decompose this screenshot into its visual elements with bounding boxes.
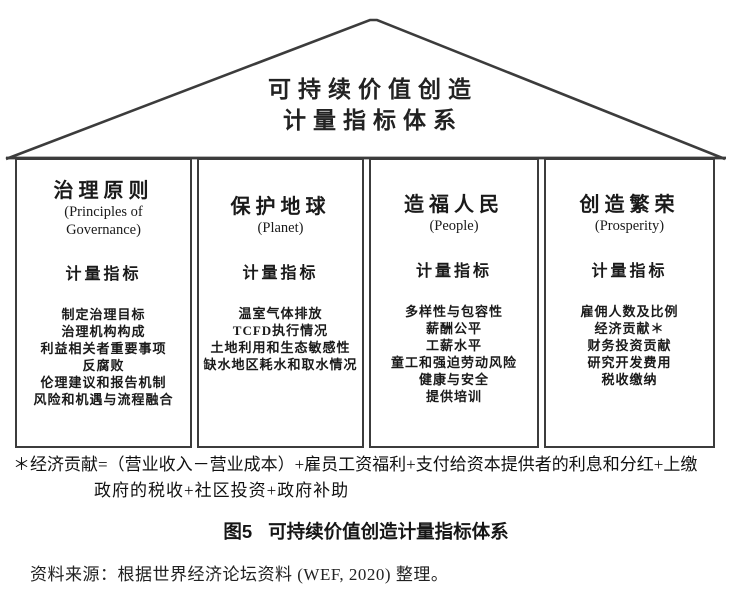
- pillar-prosperity-items: 雇佣人数及比例 经济贡献＊ 财务投资贡献 研究开发费用 税收缴纳: [546, 303, 713, 388]
- pillar-planet: 保护地球 (Planet) 计量指标 温室气体排放 TCFD执行情况 土地利用和…: [197, 158, 364, 448]
- pillar-prosperity-title: 创造繁荣: [579, 194, 680, 216]
- list-item: 提供培训: [425, 388, 482, 404]
- pillar-people-title: 造福人民: [404, 194, 504, 216]
- list-item: 温室气体排放: [238, 305, 323, 321]
- pillar-people-metric-header: 计量指标: [415, 262, 492, 280]
- figure-caption-title: 可持续价值创造计量指标体系: [268, 521, 509, 542]
- roof-title: 可持续价值创造 计量指标体系: [0, 74, 732, 136]
- list-item: 雇佣人数及比例: [580, 303, 679, 319]
- list-item: 风险和机遇与流程融合: [33, 392, 174, 407]
- pillar-governance-metric-header: 计量指标: [65, 266, 142, 283]
- pillar-people: 造福人民 (People) 计量指标 多样性与包容性 薪酬公平 工薪水平 童工和…: [369, 158, 539, 448]
- pillar-governance-subtitle: (Principles of Governance): [64, 204, 143, 238]
- figure-caption: 图5 可持续价值创造计量指标体系: [0, 518, 732, 544]
- pillar-governance-items: 制定治理目标 治理机构构成 利益相关者重要事项 反腐败 伦理建议和报告机制 风险…: [17, 306, 190, 408]
- pillar-prosperity-subtitle: (Prosperity): [594, 218, 665, 234]
- footnote-line1: ＊经济贡献=（营业收入－营业成本）+雇员工资福利+支付给资本提供者的利息和分红+…: [13, 455, 698, 474]
- list-item: 工薪水平: [425, 337, 482, 353]
- list-item: 伦理建议和报告机制: [40, 375, 167, 390]
- list-item: 反腐败: [82, 358, 125, 373]
- pillar-prosperity-metric-header: 计量指标: [591, 262, 668, 280]
- pillar-governance: 治理原则 (Principles of Governance) 计量指标 制定治…: [15, 158, 192, 448]
- list-item: 薪酬公平: [425, 320, 482, 336]
- list-item: 财务投资贡献: [587, 337, 672, 353]
- list-item: 经济贡献＊: [594, 320, 665, 336]
- roof-title-line2: 计量指标体系: [283, 108, 463, 133]
- pillar-people-subtitle: (People): [429, 218, 479, 234]
- source-line: 资料来源：根据世界经济论坛资料 (WEF, 2020) 整理。: [30, 565, 449, 584]
- list-item: 缺水地区耗水和取水情况: [203, 356, 358, 372]
- list-item: 税收缴纳: [601, 371, 658, 387]
- list-item: 土地利用和生态敏感性: [210, 339, 351, 355]
- pillar-planet-items: 温室气体排放 TCFD执行情况 土地利用和生态敏感性 缺水地区耗水和取水情况: [199, 305, 362, 373]
- footnote: ＊经济贡献=（营业收入－营业成本）+雇员工资福利+支付给资本提供者的利息和分红+…: [0, 452, 732, 504]
- roof-title-line1: 可持续价值创造: [268, 77, 478, 102]
- pillar-prosperity: 创造繁荣 (Prosperity) 计量指标 雇佣人数及比例 经济贡献＊ 财务投…: [544, 158, 715, 448]
- list-item: 治理机构构成: [61, 324, 146, 339]
- list-item: 利益相关者重要事项: [40, 341, 167, 356]
- pillar-people-items: 多样性与包容性 薪酬公平 工薪水平 童工和强迫劳动风险 健康与安全 提供培训: [371, 303, 537, 405]
- list-item: 童工和强迫劳动风险: [390, 354, 517, 370]
- list-item: 健康与安全: [418, 371, 489, 387]
- list-item: 多样性与包容性: [404, 303, 503, 319]
- figure-caption-label: 图5: [223, 521, 253, 542]
- list-item: 研究开发费用: [587, 354, 672, 370]
- footnote-line2: 政府的税收+社区投资+政府补助: [94, 481, 350, 500]
- pillar-governance-title: 治理原则: [53, 180, 154, 202]
- list-item: TCFD执行情况: [232, 322, 329, 338]
- pillar-planet-title: 保护地球: [230, 196, 331, 218]
- pillar-planet-metric-header: 计量指标: [242, 264, 319, 282]
- pillar-planet-subtitle: (Planet): [257, 220, 304, 236]
- list-item: 制定治理目标: [61, 307, 146, 322]
